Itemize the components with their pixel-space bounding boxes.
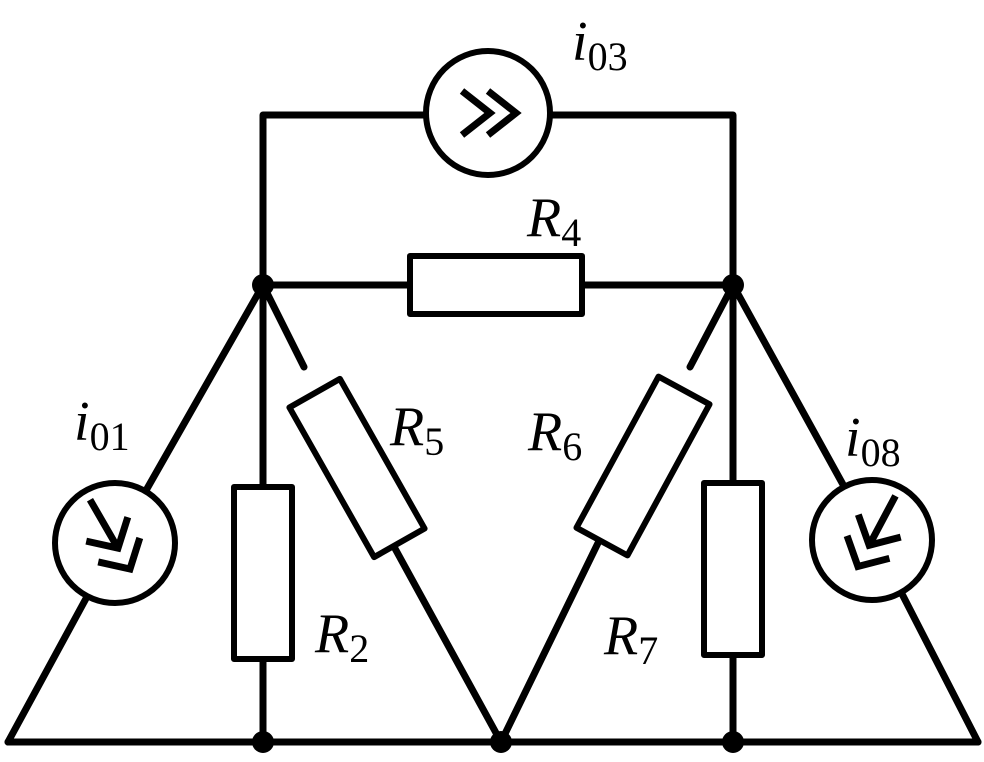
label-r5-subscript: 5 xyxy=(424,419,444,464)
label-r7-subscript: 7 xyxy=(638,628,658,673)
label-i03-subscript: 03 xyxy=(588,34,628,79)
junction-node xyxy=(252,274,274,296)
label-i01-subscript: 01 xyxy=(90,414,130,459)
label-r6: R6 xyxy=(527,401,582,469)
label-r2: R2 xyxy=(314,603,369,671)
double-chevron-down-icon xyxy=(85,497,144,574)
wire-i01-branch xyxy=(4,281,267,746)
wire-r6-branch xyxy=(497,281,737,746)
current-source-i01 xyxy=(52,480,178,606)
resistor-r4 xyxy=(407,253,585,317)
resistor-r4-body xyxy=(407,253,585,317)
wire-top-loop xyxy=(259,111,737,289)
junction-node xyxy=(722,274,744,296)
resistor-r5-body xyxy=(286,375,428,561)
junction-nodes xyxy=(252,274,744,753)
resistor-r7 xyxy=(701,480,765,658)
current-source-i03 xyxy=(423,48,553,178)
label-i01-symbol: i xyxy=(74,391,90,453)
resistor-r6 xyxy=(573,373,713,559)
wire-r5-branch xyxy=(259,281,505,746)
junction-node xyxy=(722,731,744,753)
double-chevron-right-icon xyxy=(459,88,522,138)
wires xyxy=(4,111,982,746)
resistor-r5 xyxy=(286,375,428,561)
resistor-r7-body xyxy=(701,480,765,658)
label-i08-subscript: 08 xyxy=(861,430,901,475)
resistor-r2 xyxy=(231,484,295,662)
label-r4-subscript: 4 xyxy=(561,210,581,255)
resistor-r2-body xyxy=(231,484,295,662)
wire-i08-branch xyxy=(729,281,982,746)
label-i01: i01 xyxy=(74,391,130,459)
junction-node xyxy=(490,731,512,753)
current-source-i08 xyxy=(809,477,935,603)
label-i03: i03 xyxy=(572,11,628,79)
label-i08-symbol: i xyxy=(845,407,861,469)
label-r5-symbol: R xyxy=(389,396,424,458)
junction-node xyxy=(252,731,274,753)
resistor-r6-body xyxy=(573,373,713,559)
label-r2-subscript: 2 xyxy=(349,626,369,671)
label-r4: R4 xyxy=(526,187,581,255)
label-r7-symbol: R xyxy=(603,605,638,667)
label-r6-symbol: R xyxy=(527,401,562,463)
label-r7: R7 xyxy=(603,605,658,673)
label-r6-subscript: 6 xyxy=(562,424,582,469)
label-i08: i08 xyxy=(845,407,901,475)
double-chevron-down-icon xyxy=(843,494,902,571)
label-r4-symbol: R xyxy=(526,187,561,249)
label-r2-symbol: R xyxy=(314,603,349,665)
label-i03-symbol: i xyxy=(572,11,588,73)
label-r5: R5 xyxy=(389,396,444,464)
